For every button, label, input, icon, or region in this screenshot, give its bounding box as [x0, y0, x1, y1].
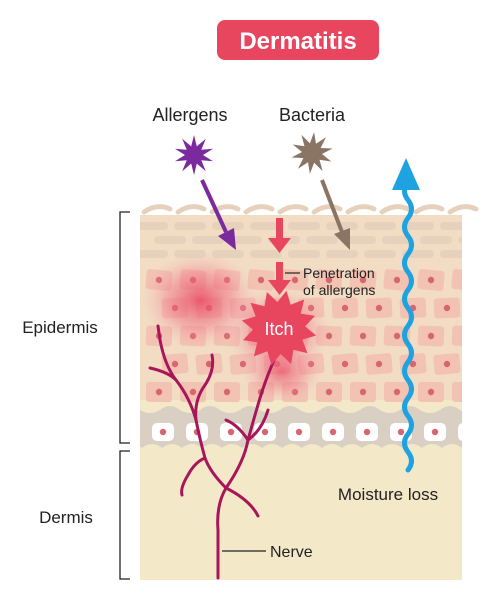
basal-cell [288, 423, 310, 441]
corneum-flake [306, 236, 338, 244]
epidermal-cell [315, 269, 343, 291]
corneum-flake [326, 250, 358, 258]
allergen-arrow [200, 179, 236, 250]
bacteria-arrow [320, 179, 350, 250]
nerve-branches [148, 324, 280, 580]
basal-cell [152, 423, 174, 441]
corneum-flake [288, 250, 320, 258]
epidermal-cell [145, 381, 173, 403]
epidermal-cell [451, 325, 462, 347]
nerve-label: Nerve [270, 544, 313, 561]
epidermis-label: Epidermis [22, 318, 98, 337]
surface-flake [379, 204, 411, 215]
allergens-label: Allergens [152, 105, 227, 125]
epidermal-cell [281, 269, 309, 291]
title-badge: Dermatitis [217, 20, 379, 60]
epidermal-cell [433, 353, 461, 375]
surface-flake [311, 204, 343, 215]
epidermal-cell [417, 269, 445, 291]
epidermis-bracket [119, 211, 130, 444]
bacteria-label: Bacteria [279, 105, 346, 125]
corneum-flake [382, 236, 414, 244]
corneum-flake [212, 222, 244, 230]
epidermal-cell [433, 297, 461, 319]
corneum-flake [344, 236, 376, 244]
epidermal-cell [417, 381, 445, 403]
epidermal-cell [349, 325, 377, 347]
epidermal-cell [451, 381, 462, 403]
epidermal-cell [315, 381, 343, 403]
epidermal-cell [331, 353, 359, 375]
basal-cell [424, 423, 446, 441]
penetration-label-line2: of allergens [303, 282, 375, 298]
corneum-flake [440, 222, 462, 230]
corneum-flake [458, 236, 462, 244]
surface-flake [175, 204, 207, 215]
corneum-flake [192, 236, 224, 244]
page-title: Dermatitis [239, 28, 356, 55]
corneum-flake [364, 222, 396, 230]
penetration-arrows [268, 218, 291, 295]
corneum-flake [154, 236, 186, 244]
epidermal-cell [349, 269, 377, 291]
corneum-flake [440, 250, 462, 258]
corneum-flake [420, 236, 452, 244]
epidermal-cell [349, 381, 377, 403]
corneum-flake [230, 236, 262, 244]
basal-cell [322, 423, 344, 441]
stratum-corneum [140, 222, 462, 258]
epidermal-cell [451, 269, 462, 291]
epidermal-cell [331, 297, 359, 319]
dermis-bracket [119, 450, 130, 580]
skin-cross-section [140, 215, 462, 580]
epidermal-cell [213, 381, 241, 403]
corneum-flake [174, 222, 206, 230]
corneum-flake [250, 250, 282, 258]
epidermal-cell [195, 353, 223, 375]
surface-flake [413, 204, 445, 215]
corneum-flake [140, 222, 168, 230]
corneum-flake [402, 222, 434, 230]
basal-cell [458, 423, 462, 441]
epidermal-cell [365, 353, 393, 375]
basal-cell [220, 423, 242, 441]
epidermal-cell [417, 325, 445, 347]
itch-burst: Itch [241, 290, 317, 366]
corneum-flake [250, 222, 282, 230]
epidermal-cell [365, 297, 393, 319]
epidermal-cell [383, 269, 411, 291]
allergen-particle [175, 135, 213, 175]
surface-flake [243, 204, 275, 215]
itch-label: Itch [264, 319, 293, 339]
penetration-label-line1: Penetration [303, 265, 375, 281]
moisture-loss-arrow [392, 158, 420, 473]
surface-flake [345, 204, 377, 215]
bacteria-particle [291, 132, 333, 174]
surface-flake [277, 204, 309, 215]
surface-flake [447, 204, 479, 215]
skin-surface-flakes [141, 204, 479, 215]
dermis-label: Dermis [39, 508, 93, 527]
surface-flake [141, 204, 173, 215]
moisture-loss-label: Moisture loss [338, 485, 438, 504]
corneum-flake [140, 250, 168, 258]
basal-cell [356, 423, 378, 441]
corneum-flake [288, 222, 320, 230]
corneum-flake [364, 250, 396, 258]
epidermal-cell [383, 381, 411, 403]
